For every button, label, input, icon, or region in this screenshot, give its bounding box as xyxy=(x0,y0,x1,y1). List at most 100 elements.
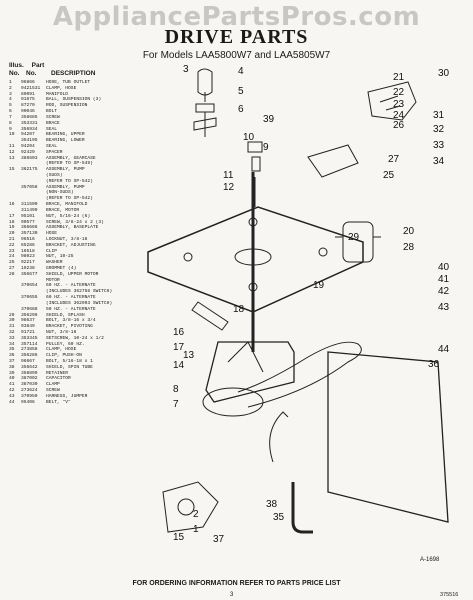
callout-12: 12 xyxy=(223,182,235,193)
pulley-shape xyxy=(202,387,264,417)
part-number: 94204 xyxy=(21,143,35,149)
part-illus-no: 20 xyxy=(9,231,15,237)
header-part: Part xyxy=(31,62,45,69)
baseplate-hole-3 xyxy=(318,247,328,257)
part-number: 353331 xyxy=(21,120,38,126)
manifold-shape xyxy=(197,68,213,96)
part-number: 357130 xyxy=(21,231,38,237)
part-description: SCREW xyxy=(46,388,60,394)
part-description: CLAMP xyxy=(46,382,60,388)
part-number: 98637 xyxy=(21,318,35,324)
part-description: NUT, 3/8-16 xyxy=(46,329,77,335)
parts-row: (NON-SUDS) xyxy=(9,190,127,196)
part-description: SPACER xyxy=(46,149,63,155)
callout-39: 39 xyxy=(263,114,275,125)
callout-6: 6 xyxy=(238,104,244,115)
part-description: NUT, 5/16-24 (6) xyxy=(46,213,91,219)
part-number: 98023 xyxy=(21,254,35,260)
part-description: (REFER TO SP-542) xyxy=(46,178,93,184)
parts-row: (REFER TO SP-549) xyxy=(9,161,127,167)
part-illus-no: 33 xyxy=(9,335,15,341)
part-illus-no: 22 xyxy=(9,242,15,248)
part-illus-no: 21 xyxy=(9,236,15,242)
part-number: 94207 xyxy=(21,132,35,138)
part-description: CLAMP, HOSE xyxy=(46,347,77,353)
part-number: 370655 xyxy=(21,295,38,301)
part-number: 356677 xyxy=(21,271,38,277)
part-number: 354195 xyxy=(21,138,38,144)
callout-24: 24 xyxy=(393,110,405,121)
part-description: BRACE xyxy=(46,120,60,126)
header-row-1: Illus. Part xyxy=(9,62,44,69)
callout-14: 14 xyxy=(173,360,185,371)
callout-10: 10 xyxy=(243,132,255,143)
part-description: (SUDS) xyxy=(46,173,63,178)
part-illus-no: 13 xyxy=(9,155,15,161)
callout-3: 3 xyxy=(183,64,189,75)
part-number: 16518 xyxy=(21,248,35,254)
part-illus-no: 34 xyxy=(9,341,15,347)
part-illus-no: 5 xyxy=(9,103,12,109)
part-illus-no: 44 xyxy=(9,399,15,405)
part-description: BRACE, MANIFOLD xyxy=(46,202,88,208)
part-description: (REFER TO SP-549) xyxy=(46,161,93,167)
ordering-info: FOR ORDERING INFORMATION REFER TO PARTS … xyxy=(132,580,341,587)
callout-20: 20 xyxy=(403,226,415,237)
part-number: 370654 xyxy=(21,283,38,289)
part-description: SEAL xyxy=(46,126,58,132)
part-illus-no: 17 xyxy=(9,213,15,219)
callout-36: 36 xyxy=(428,359,440,370)
part-number: 92429 xyxy=(21,149,35,155)
part-description: CAPACITOR xyxy=(46,376,71,382)
part-illus-no: 42 xyxy=(9,388,15,394)
part-description: BELT, "V" xyxy=(46,399,71,405)
part-number: 9421531 xyxy=(21,85,41,91)
part-illus-no: 23 xyxy=(9,248,15,254)
part-description: SHIELD, SPLASH xyxy=(46,312,85,318)
part-illus-no: 32 xyxy=(9,329,15,335)
callout-5: 5 xyxy=(238,86,244,97)
callout-26: 26 xyxy=(393,120,405,131)
part-illus-no: 31 xyxy=(9,324,15,330)
part-illus-no: 36 xyxy=(9,353,15,359)
callout-25: 25 xyxy=(383,170,395,181)
part-number: 356286 xyxy=(21,353,38,359)
hose-shape xyxy=(291,482,313,534)
seal-shape xyxy=(247,141,263,172)
part-number: 386603 xyxy=(21,155,38,161)
parts-row: (SUDS) xyxy=(9,173,127,179)
part-illus-no: 19 xyxy=(9,225,15,231)
clamp-shape xyxy=(195,92,215,113)
part-description: HOSE, TUB OUTLET xyxy=(46,80,91,85)
parts-row: (REFER TO SP-542) xyxy=(9,196,127,202)
part-description: ASSEMBLY, GEARCASE xyxy=(46,155,96,161)
callout-44: 44 xyxy=(438,344,450,355)
callout-1: 1 xyxy=(193,524,199,535)
callout-16: 16 xyxy=(173,327,185,338)
part-illus-no: 16 xyxy=(9,202,15,208)
parts-row: 13 386603 ASSEMBLY, GEARCASE xyxy=(9,156,127,162)
part-illus-no: 30 xyxy=(9,318,15,324)
callout-19: 19 xyxy=(313,280,325,291)
part-number: 273624 xyxy=(21,388,38,394)
part-number: 356934 xyxy=(21,126,38,132)
part-description: ASSEMBLY, BASEPLATE xyxy=(46,225,99,231)
callout-33: 33 xyxy=(433,140,445,151)
callout-38: 38 xyxy=(266,499,278,510)
pivot-bracket-shape xyxy=(367,81,417,121)
part-illus-no: 38 xyxy=(9,364,15,370)
